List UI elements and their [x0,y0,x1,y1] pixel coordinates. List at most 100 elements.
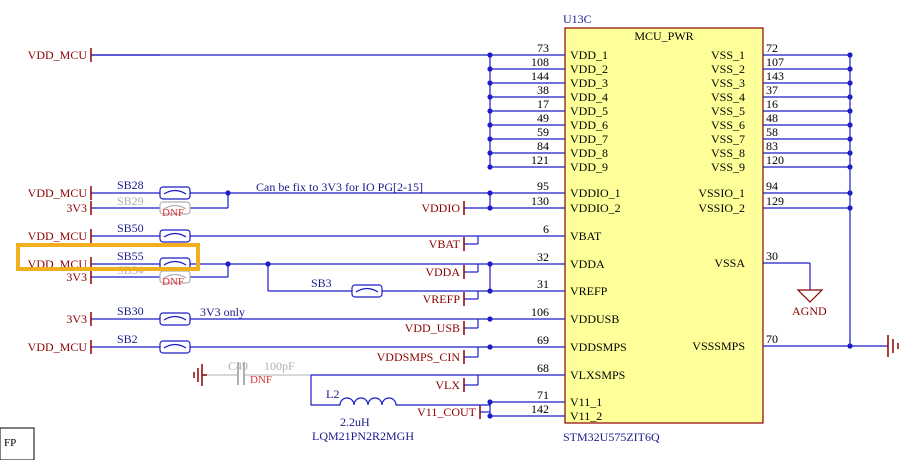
pin-name: V11_2 [570,409,602,423]
net-vddio: VDDIO [421,201,465,215]
junction-dots [225,52,853,419]
pin-number: 30 [766,249,778,263]
net-label: VDD_MCU [28,229,88,243]
inductor-part: LQM21PN2R2MGH [312,429,414,443]
dnf-label: DNF [162,207,184,219]
pin-name: VDD_7 [570,132,608,146]
pin-name: VSS_4 [711,90,745,104]
pin-number: 95 [537,179,549,193]
capacitor-value: 100pF [264,359,295,373]
net-label: 3V3 [66,312,87,326]
pin-number: 37 [766,83,778,97]
junction-dot [847,190,853,196]
pin-number: 69 [537,333,549,347]
pin-number: 58 [766,125,778,139]
bridge-label: SB3 [311,276,332,290]
net-3v3-sb29: 3V3 [66,201,92,215]
net-3v3-sb30: 3V3 [66,312,92,326]
net-vbat: VBAT [429,237,465,251]
junction-dot [487,413,493,419]
pin-name: VSS_8 [711,146,745,160]
junction-dot [487,80,493,86]
net-vdd-mcu-sb28: VDD_MCU [28,186,92,200]
pin-number: 31 [537,277,549,291]
pin-number: 84 [537,139,549,153]
net-3v3-sb54: 3V3 [66,270,92,284]
junction-dot [847,108,853,114]
net-vdd-mcu-top: VDD_MCU [28,48,92,62]
net-vdd-usb: VDD_USB [405,321,465,335]
net-v11-cout: V11_COUT [417,405,481,419]
bridge-label: SB50 [117,221,144,235]
pin-number: 71 [537,388,549,402]
pin-number: 107 [766,55,784,69]
pin-number: 38 [537,83,549,97]
net-vdd-mcu-sb2: VDD_MCU [28,340,92,354]
net-label: V11_COUT [417,405,477,419]
pin-name: V11_1 [570,395,602,409]
capacitor-c49: C49 100pF DNF [207,359,311,386]
capacitor-dnf: DNF [250,374,272,386]
chip-ref-label: U13C [563,12,592,26]
pin-number: 59 [537,125,549,139]
net-vlx: VLX [435,378,465,392]
pin-name: VDD_5 [570,104,608,118]
junction-dot [487,261,493,267]
bridge-sb28: SB28 [117,178,191,200]
sb30-note: 3V3 only [200,305,245,319]
pin-name: VDDIO_1 [570,186,621,200]
pin-name: VDD_1 [570,48,608,62]
inductor-value: 2.2uH [340,415,370,429]
ground-main-icon [850,335,899,357]
pin-name: VDDIO_2 [570,201,621,215]
pin-number: 49 [537,111,549,125]
junction-dot [487,136,493,142]
pin-number: 73 [537,41,549,55]
junction-dot [487,52,493,58]
pin-number: 70 [766,332,778,346]
junction-dot [487,122,493,128]
wires [91,54,851,416]
pin-number: 16 [766,97,778,111]
pin-number: 121 [531,153,549,167]
pin-number: 94 [766,179,778,193]
bridge-sb2: SB2 [117,332,191,354]
pin-number: 83 [766,139,778,153]
bridge-sb30: SB30 [117,304,191,326]
pin-name: VBAT [570,229,602,243]
pin-name: VSS_2 [711,62,745,76]
pin-number: 6 [543,222,549,236]
pin-name: VDD_6 [570,118,608,132]
net-label: VDD_MCU [28,186,88,200]
pin-number: 130 [531,194,549,208]
net-vdd-mcu-sb50: VDD_MCU [28,229,92,243]
pin-number: 72 [766,41,778,55]
net-label: VBAT [429,237,461,251]
inductor-l2: L2 2.2uH LQM21PN2R2MGH [310,374,490,443]
pin-name: VSS_1 [711,48,745,62]
chip-name-label: MCU_PWR [634,29,693,43]
junction-dot [847,94,853,100]
pin-name: VDD_8 [570,146,608,160]
net-label: VLX [435,378,460,392]
pin-name: VDDSMPS [570,340,627,354]
